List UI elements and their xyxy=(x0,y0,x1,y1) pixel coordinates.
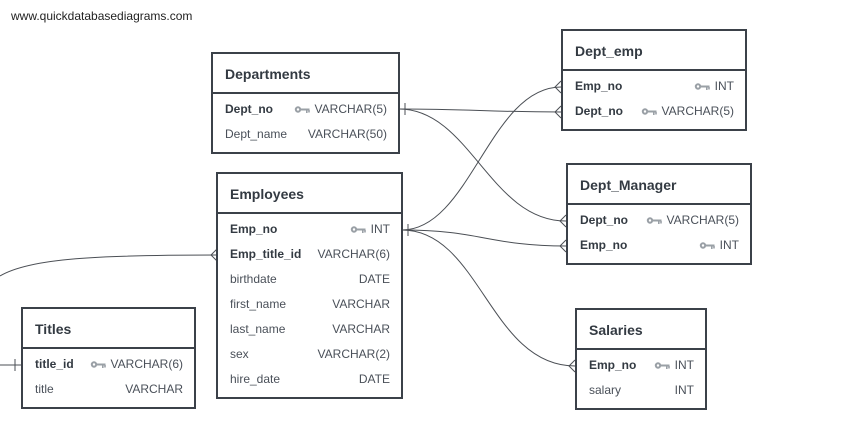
column-name: Dept_name xyxy=(225,127,288,141)
column-type: INT xyxy=(370,222,390,236)
table-titles[interactable]: Titles title_id VARCHAR(6) title VARCHAR xyxy=(21,307,196,409)
edge-departments-dept-emp xyxy=(398,108,562,113)
key-icon xyxy=(294,106,310,113)
table-employees[interactable]: Employees Emp_no INT Emp_title_id VARCHA… xyxy=(216,172,403,399)
column-name: hire_date xyxy=(230,372,281,386)
column-name: Emp_no xyxy=(580,238,628,252)
table-title: Salaries xyxy=(577,310,705,350)
column-type: VARCHAR xyxy=(332,297,390,311)
table-dept-emp[interactable]: Dept_emp Emp_no INT Dept_no VARCHAR(5) xyxy=(561,29,747,131)
table-title: Departments xyxy=(213,54,398,94)
column-row[interactable]: title_id VARCHAR(6) xyxy=(23,352,194,377)
table-departments[interactable]: Departments Dept_no VARCHAR(5) Dept_name… xyxy=(211,52,400,154)
column-row[interactable]: Emp_no INT xyxy=(568,233,750,258)
marker-many-dept-manager-empno xyxy=(559,239,567,253)
marker-many-employees-titleid xyxy=(210,248,218,262)
marker-many-dept-emp-deptno xyxy=(554,105,562,119)
edge-departments-dept-manager xyxy=(398,108,567,222)
table-title: Employees xyxy=(218,174,401,214)
column-row[interactable]: birthdate DATE xyxy=(218,267,401,292)
column-row[interactable]: salary INT xyxy=(577,378,705,403)
column-type: DATE xyxy=(358,372,390,386)
column-type: INT xyxy=(674,358,694,372)
column-type: INT xyxy=(674,383,694,397)
marker-many-dept-emp-empno xyxy=(554,80,562,94)
key-icon xyxy=(641,108,657,115)
column-row[interactable]: title VARCHAR xyxy=(23,377,194,402)
key-icon xyxy=(654,362,670,369)
column-type: VARCHAR(50) xyxy=(307,127,387,141)
column-row[interactable]: Dept_no VARCHAR(5) xyxy=(568,208,750,233)
column-row[interactable]: Emp_title_id VARCHAR(6) xyxy=(218,242,401,267)
watermark: www.quickdatabasediagrams.com xyxy=(11,9,193,23)
key-icon xyxy=(350,226,366,233)
column-type: VARCHAR(5) xyxy=(666,213,739,227)
column-name: title_id xyxy=(35,357,74,371)
key-icon xyxy=(694,83,710,90)
column-row[interactable]: Dept_name VARCHAR(50) xyxy=(213,122,398,147)
edge-employees-dept-manager xyxy=(401,229,567,247)
column-name: salary xyxy=(589,383,622,397)
column-type: VARCHAR(5) xyxy=(661,104,734,118)
column-name: sex xyxy=(230,347,249,361)
column-row[interactable]: Emp_no INT xyxy=(563,74,745,99)
column-type: INT xyxy=(719,238,739,252)
column-name: last_name xyxy=(230,322,286,336)
column-row[interactable]: first_name VARCHAR xyxy=(218,292,401,317)
column-row[interactable]: hire_date DATE xyxy=(218,367,401,392)
column-name: first_name xyxy=(230,297,287,311)
column-type: VARCHAR(6) xyxy=(317,247,390,261)
column-row[interactable]: Emp_no INT xyxy=(218,217,401,242)
table-salaries[interactable]: Salaries Emp_no INT salary INT xyxy=(575,308,707,410)
key-icon xyxy=(646,217,662,224)
column-row[interactable]: Dept_no VARCHAR(5) xyxy=(563,99,745,124)
column-type: INT xyxy=(714,79,734,93)
table-title: Titles xyxy=(23,309,194,349)
column-type: VARCHAR xyxy=(332,322,390,336)
marker-many-dept-manager-deptno xyxy=(559,214,567,228)
column-name: Emp_title_id xyxy=(230,247,302,261)
column-type: VARCHAR(2) xyxy=(317,347,390,361)
table-title: Dept_Manager xyxy=(568,165,750,205)
column-row[interactable]: Dept_no VARCHAR(5) xyxy=(213,97,398,122)
column-name: Emp_no xyxy=(230,222,278,236)
column-name: Emp_no xyxy=(589,358,637,372)
edge-employees-salaries xyxy=(401,229,576,367)
edge-titles-employees xyxy=(0,254,218,277)
column-name: Emp_no xyxy=(575,79,623,93)
key-icon xyxy=(699,242,715,249)
edge-employees-dept-emp xyxy=(401,86,562,231)
column-name: title xyxy=(35,382,54,396)
column-type: VARCHAR(6) xyxy=(110,357,183,371)
column-type: DATE xyxy=(358,272,390,286)
column-name: Dept_no xyxy=(580,213,628,227)
table-title: Dept_emp xyxy=(563,31,745,71)
column-name: Dept_no xyxy=(575,104,623,118)
column-type: VARCHAR(5) xyxy=(314,102,387,116)
column-name: Dept_no xyxy=(225,102,273,116)
marker-many-salaries-empno xyxy=(568,359,576,373)
column-type: VARCHAR xyxy=(125,382,183,396)
column-row[interactable]: Emp_no INT xyxy=(577,353,705,378)
table-dept-manager[interactable]: Dept_Manager Dept_no VARCHAR(5) Emp_no I… xyxy=(566,163,752,265)
column-name: birthdate xyxy=(230,272,277,286)
key-icon xyxy=(90,361,106,368)
column-row[interactable]: last_name VARCHAR xyxy=(218,317,401,342)
column-row[interactable]: sex VARCHAR(2) xyxy=(218,342,401,367)
